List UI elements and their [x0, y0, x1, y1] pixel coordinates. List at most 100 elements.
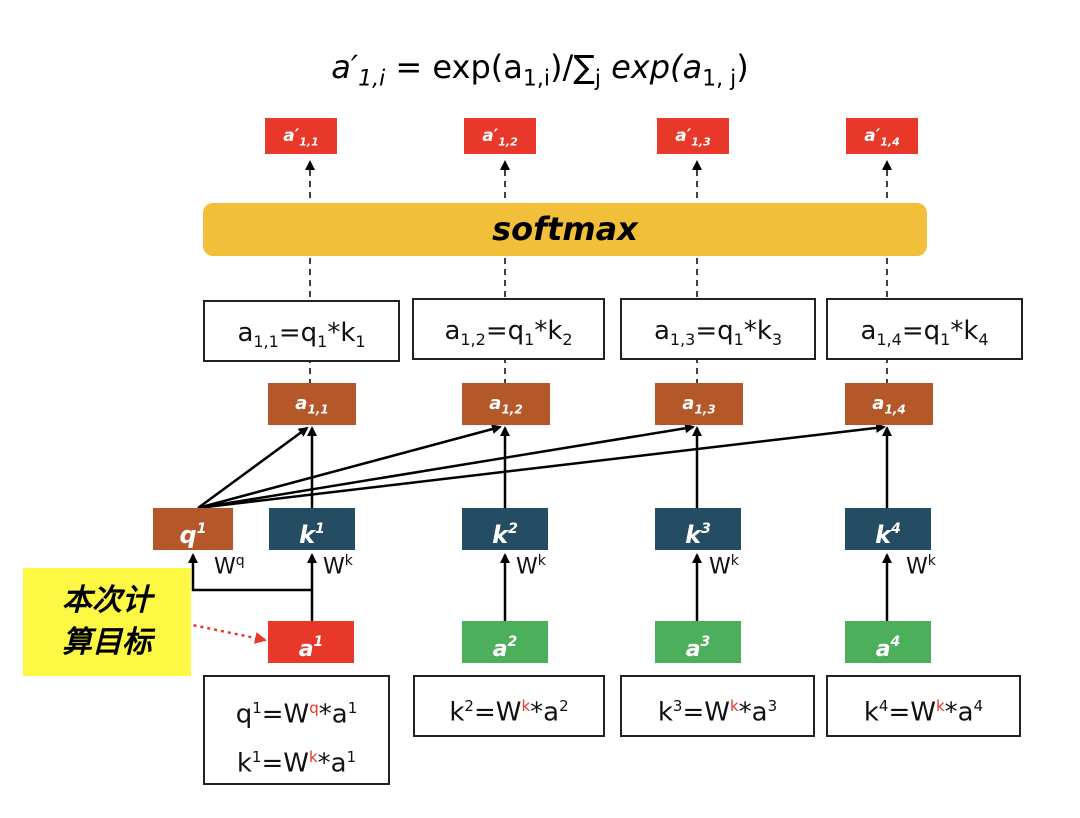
formula-rhs2-sub: 1, j [702, 66, 737, 92]
bottom-equation-2: k2=Wk*a2 [413, 675, 605, 737]
input-a3: a3 [655, 621, 741, 663]
key-sup: 3 [701, 521, 711, 537]
beq-w-sup: k [935, 697, 945, 715]
eq-a-sub: 1,1 [253, 332, 279, 352]
q-to-a11-arrow [197, 426, 309, 510]
beq-w: =W [888, 697, 936, 728]
eq-q: =q [485, 316, 525, 346]
eq-q-sub: 1 [317, 332, 328, 352]
key-k3: k3 [655, 508, 741, 550]
beq-a: *a [317, 748, 347, 779]
input-a2: a2 [462, 621, 548, 663]
bottom-equation-4: k4=Wk*a4 [826, 675, 1021, 737]
key-label: k [685, 521, 702, 549]
score-sub: 1,1 [307, 402, 329, 417]
input-sup: 4 [890, 634, 901, 650]
beq-var: k [449, 697, 465, 728]
eq-k: *k [743, 316, 772, 346]
formula-sum-sub: j [594, 66, 601, 92]
eq-a-sub: 1,3 [669, 330, 696, 350]
eq-k-sub: 1 [355, 332, 366, 352]
key-k2: k2 [462, 508, 548, 550]
q-to-a13-arrow [197, 423, 695, 510]
key-k4: k4 [845, 508, 931, 550]
weight-wk3-label: Wk [709, 553, 739, 579]
beq-a-sup: 1 [347, 699, 358, 717]
key-label: k [492, 521, 509, 549]
beq-var-sup: 3 [672, 697, 683, 715]
equation-a11: a1,1=q1*k1 [203, 300, 400, 362]
input-label: a [492, 637, 508, 662]
eq-q: =q [901, 316, 941, 346]
beq-var: q [235, 699, 253, 730]
score-label: a [489, 393, 502, 414]
beq-w-sup: q [309, 699, 319, 717]
formula-mid: = exp(a [385, 48, 523, 86]
weight-w: W [709, 554, 731, 580]
query-sup: 1 [196, 521, 207, 537]
score-a14: a1,4 [845, 383, 933, 425]
target-note: 本次计 算目标 [23, 568, 191, 676]
output-sub: 1,3 [691, 135, 711, 149]
weight-sup: k [537, 553, 546, 569]
beq-w: =W [261, 699, 310, 730]
beq-a-sup: 3 [767, 697, 778, 715]
eq-a: a [237, 318, 254, 348]
query-label: q [179, 521, 197, 549]
score-sub: 1,3 [694, 402, 716, 417]
score-label: a [682, 393, 695, 414]
beq-a: *a [738, 697, 768, 728]
beq-w: =W [473, 697, 522, 728]
score-sub: 1,4 [884, 402, 906, 417]
score-a12: a1,2 [462, 383, 550, 425]
beq-w: =W [682, 697, 730, 728]
beq-a: *a [944, 697, 974, 728]
formula-mid-sub: 1,i [522, 66, 550, 92]
weight-w: W [214, 554, 236, 580]
score-sub: 1,2 [501, 402, 523, 417]
eq-q: =q [278, 318, 318, 348]
target-note-line2: 算目标 [62, 625, 152, 660]
key-label: k [875, 521, 892, 549]
bottom-eq-k1: k1=Wk*a1 [205, 736, 388, 785]
formula-rhs1: )/∑ [549, 48, 595, 86]
beq-a: *a [318, 699, 348, 730]
softmax-formula: a′1,i = exp(a1,i)/∑j exp(a1, j) [0, 48, 1080, 91]
weight-sup: k [344, 553, 353, 569]
eq-a: a [860, 316, 877, 346]
output-label: a′ [283, 126, 300, 146]
eq-q: =q [695, 316, 734, 346]
equation-a14: a1,4=q1*k4 [826, 298, 1023, 360]
input-label: a [685, 637, 701, 662]
eq-q-sub: 1 [524, 330, 535, 350]
score-a11: a1,1 [268, 383, 356, 425]
beq-w: =W [261, 748, 309, 779]
weight-w: W [906, 554, 928, 580]
formula-lhs-sub: 1,i [358, 66, 386, 92]
output-label: a′ [482, 126, 499, 146]
eq-k-sub: 2 [562, 330, 573, 350]
eq-k: *k [950, 316, 979, 346]
weight-wk1-label: Wk [323, 553, 353, 579]
eq-q-sub: 1 [940, 330, 951, 350]
key-k1: k1 [269, 508, 355, 550]
key-sup: 4 [891, 521, 901, 537]
eq-k-sub: 3 [771, 330, 783, 350]
eq-a: a [653, 316, 670, 346]
beq-var: k [236, 748, 252, 779]
weight-sup: k [927, 553, 936, 569]
bottom-equation-1: q1=Wq*a1 k1=Wk*a1 [203, 675, 390, 785]
eq-q-sub: 1 [733, 330, 744, 350]
bottom-equation-3: k3=Wk*a3 [620, 675, 815, 737]
weight-wq-label: Wq [214, 553, 245, 579]
beq-var-sup: 4 [878, 697, 889, 715]
output-sub: 1,1 [299, 135, 319, 149]
beq-w-sup: k [521, 697, 531, 715]
output-a12: a′1,2 [464, 118, 536, 154]
beq-w-sup: k [308, 747, 318, 766]
target-note-line1: 本次计 [62, 583, 152, 618]
input-a4: a4 [845, 621, 931, 663]
weight-wk4-label: Wk [906, 553, 936, 579]
formula-lhs: a′ [331, 48, 359, 86]
